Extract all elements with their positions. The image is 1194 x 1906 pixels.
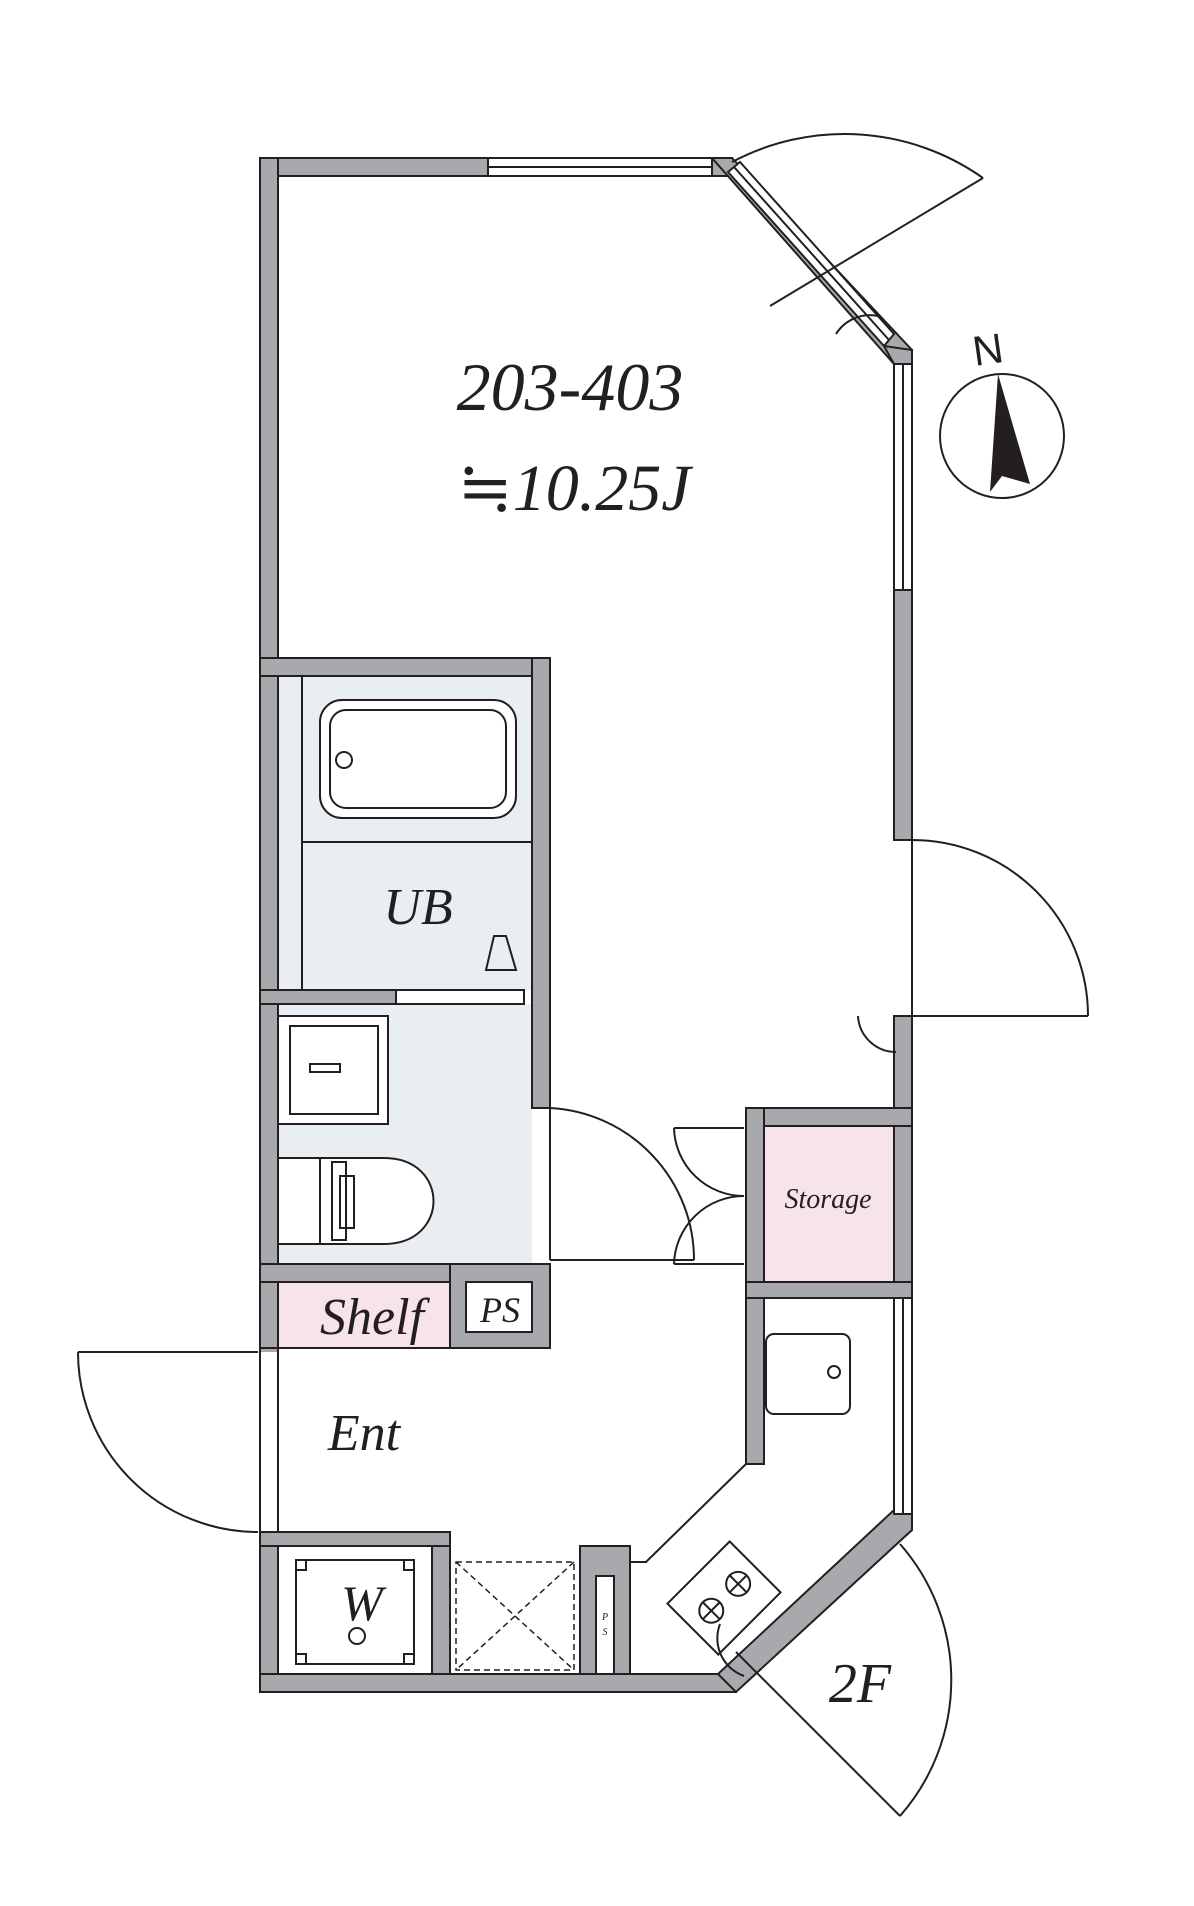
sink	[277, 1015, 389, 1125]
entrance-label: Ent	[327, 1405, 402, 1462]
ps-label: PS	[479, 1290, 520, 1330]
storage-label: Storage	[784, 1184, 871, 1215]
north-label: N	[970, 324, 1007, 375]
shower-icon	[484, 935, 518, 971]
stove	[666, 1540, 782, 1656]
kitchen-sink	[765, 1333, 851, 1415]
north-arrow-icon	[990, 374, 1030, 492]
closet-box	[455, 1561, 575, 1671]
room-area: ≒10.25J	[457, 452, 693, 525]
toilet	[277, 1157, 435, 1245]
floor-label: 2F	[829, 1653, 892, 1715]
bath-label: UB	[383, 879, 452, 936]
kitchen-counter	[630, 1463, 747, 1563]
bathtub	[301, 675, 533, 990]
interior-walls	[259, 657, 913, 1675]
washer	[277, 1545, 433, 1675]
unit-number: 203-403	[457, 349, 684, 425]
ps-small-p: P	[601, 1612, 608, 1623]
north-compass	[939, 373, 1065, 499]
ps-small-s: S	[603, 1627, 608, 1638]
shelf-label: Shelf	[320, 1289, 431, 1346]
angled-wall-bottom	[716, 1507, 913, 1694]
doors	[77, 133, 1089, 1817]
washer-label: W	[341, 1575, 387, 1631]
